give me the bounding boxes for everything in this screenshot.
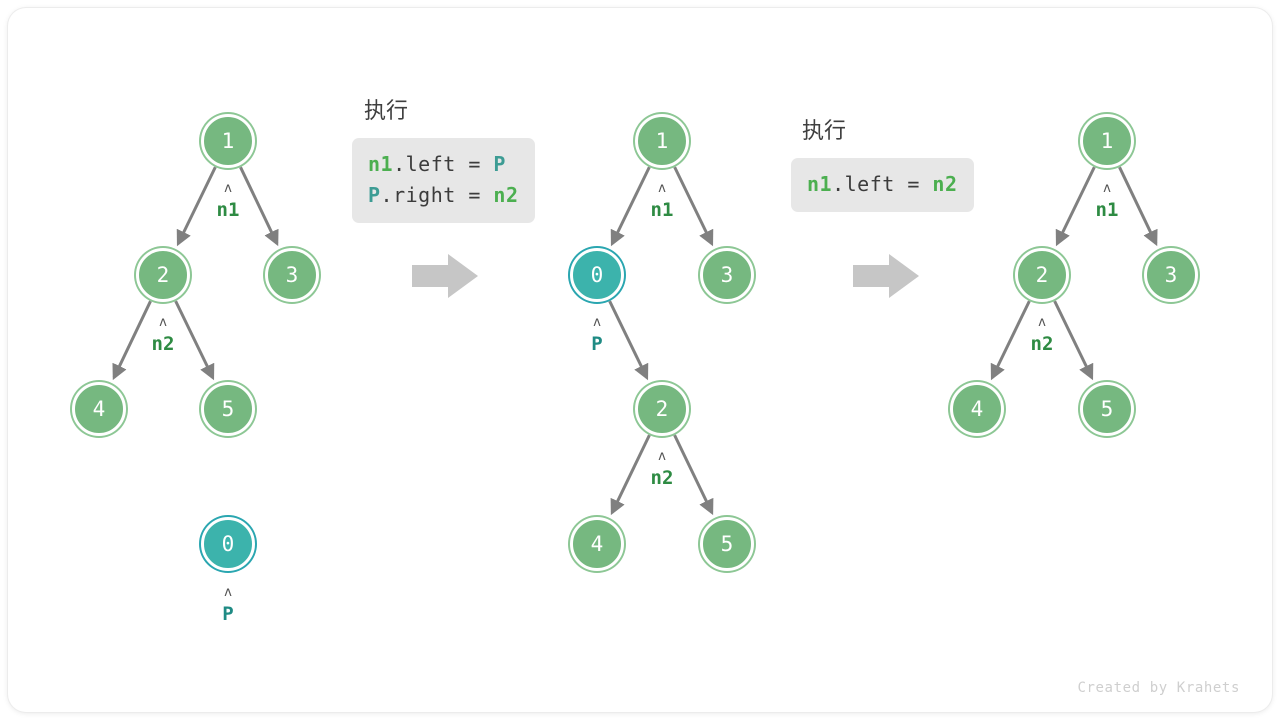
code-block-2: n1.left = n2 [791, 158, 974, 212]
pointer-label-n1: ʌ n1 [651, 182, 674, 220]
pointer-name: P [591, 333, 603, 355]
tree-node-value: 2 [156, 263, 170, 287]
code-token: n1 [807, 172, 833, 196]
exec-label-1: 执行 [364, 98, 409, 123]
tree-node-value: 5 [221, 397, 235, 421]
tree-node[interactable]: 4 [950, 382, 1004, 436]
pointer-label-n2: ʌ n2 [651, 450, 674, 488]
tree-node[interactable]: 5 [201, 382, 255, 436]
tree-node[interactable]: 4 [570, 517, 624, 571]
tree-node[interactable]: 0 [570, 248, 624, 302]
tree-node[interactable]: 0 [201, 517, 255, 571]
code-token: .left = [393, 152, 494, 176]
pointer-name: n1 [650, 199, 674, 221]
caret-icon: ʌ [224, 585, 232, 600]
diagram-frame [8, 8, 1272, 712]
pointer-name: n2 [151, 333, 175, 355]
tree-node-value: 0 [590, 263, 604, 287]
tree-node-value: 3 [1164, 263, 1178, 287]
tree-node[interactable]: 3 [700, 248, 754, 302]
code-line: n1.left = n2 [807, 169, 958, 200]
pointer-label-n1: ʌ n1 [1096, 182, 1119, 220]
tree-node-value: 1 [1100, 129, 1114, 153]
tree-node[interactable]: 2 [635, 382, 689, 436]
tree-node[interactable]: 2 [1015, 248, 1069, 302]
exec-label-2: 执行 [802, 118, 847, 143]
tree-node-value: 4 [970, 397, 984, 421]
tree-node-value: 0 [221, 532, 235, 556]
tree-node-value: 5 [720, 532, 734, 556]
code-token: n1 [368, 152, 394, 176]
tree-node-value: 3 [285, 263, 299, 287]
tree-node-value: 4 [590, 532, 604, 556]
pointer-name: n1 [216, 199, 240, 221]
tree-node-value: 1 [221, 129, 235, 153]
code-token: .right = [380, 183, 494, 207]
code-token: P [368, 183, 381, 207]
tree-node[interactable]: 1 [201, 114, 255, 168]
code-token: n2 [493, 183, 519, 207]
tree-node[interactable]: 5 [700, 517, 754, 571]
caret-icon: ʌ [593, 315, 601, 330]
caret-icon: ʌ [1103, 181, 1111, 196]
tree-node-value: 5 [1100, 397, 1114, 421]
pointer-label-n1: ʌ n1 [217, 182, 240, 220]
caret-icon: ʌ [1038, 315, 1046, 330]
tree-node-value: 3 [720, 263, 734, 287]
code-token: P [493, 152, 506, 176]
tree-node[interactable]: 3 [265, 248, 319, 302]
caret-icon: ʌ [658, 449, 666, 464]
tree-node[interactable]: 4 [72, 382, 126, 436]
code-token: .left = [832, 172, 933, 196]
pointer-name: n2 [1030, 333, 1054, 355]
tree-node[interactable]: 1 [635, 114, 689, 168]
tree-node[interactable]: 5 [1080, 382, 1134, 436]
tree-node[interactable]: 3 [1144, 248, 1198, 302]
tree-node-value: 4 [92, 397, 106, 421]
code-line: n1.left = P [368, 149, 519, 180]
code-line: P.right = n2 [368, 180, 519, 211]
watermark: Created by Krahets [1077, 680, 1240, 696]
caret-icon: ʌ [658, 181, 666, 196]
pointer-name: P [222, 603, 234, 625]
caret-icon: ʌ [224, 181, 232, 196]
pointer-name: n1 [1095, 199, 1119, 221]
tree-node[interactable]: 1 [1080, 114, 1134, 168]
pointer-label-n2: ʌ n2 [152, 316, 175, 354]
tree-node-value: 1 [655, 129, 669, 153]
pointer-label-n2: ʌ n2 [1031, 316, 1054, 354]
tree-node[interactable]: 2 [136, 248, 190, 302]
tree-node-value: 2 [655, 397, 669, 421]
pointer-name: n2 [650, 467, 674, 489]
tree-node-value: 2 [1035, 263, 1049, 287]
caret-icon: ʌ [159, 315, 167, 330]
code-token: n2 [932, 172, 958, 196]
